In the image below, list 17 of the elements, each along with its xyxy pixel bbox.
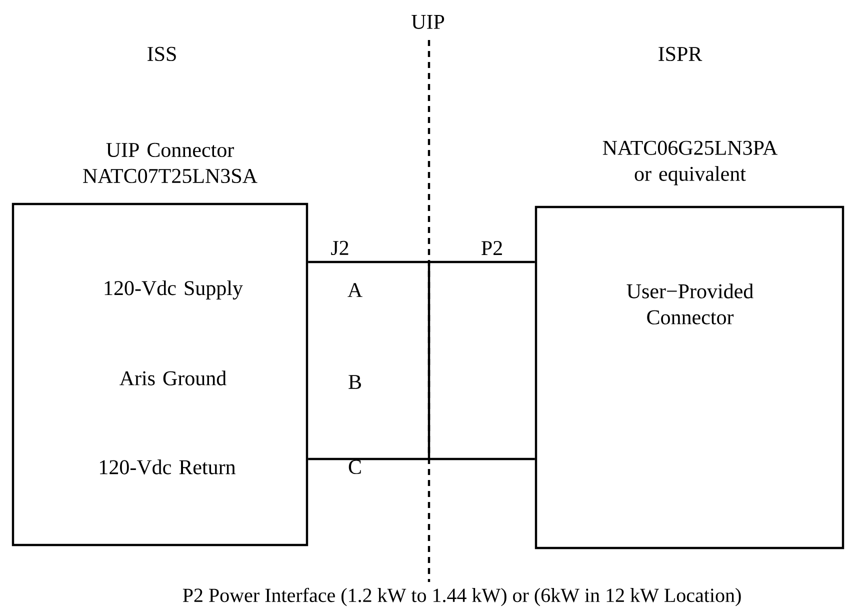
signal-text: 120-Vdc Supply bbox=[104, 280, 243, 300]
signal-text: Aris Ground bbox=[120, 370, 226, 386]
connector-heading: UIP Connector NATC07T25LN3SA bbox=[83, 142, 258, 184]
connector-label: J2 bbox=[331, 240, 348, 256]
pin-label: A bbox=[348, 283, 362, 297]
pin-label: B bbox=[348, 375, 361, 389]
caption: P2 Power Interface (1.2 kW to 1.44 kW) or (6kW in 12 kW Location) bbox=[182, 588, 741, 606]
connector-heading: NATC06G25LN3PA or equivalent bbox=[602, 140, 778, 186]
side-label: ISS bbox=[148, 46, 176, 62]
connector-label: P2 bbox=[482, 241, 502, 255]
wire-line bbox=[308, 260, 535, 264]
pin-label: C bbox=[348, 460, 361, 474]
signal-text: 120-Vdc Return bbox=[100, 460, 236, 474]
interface-label: UIP bbox=[412, 15, 444, 29]
signal-text: User−Provided Connector bbox=[626, 284, 754, 324]
wire-line bbox=[308, 458, 535, 460]
side-label: ISPR bbox=[658, 46, 702, 62]
